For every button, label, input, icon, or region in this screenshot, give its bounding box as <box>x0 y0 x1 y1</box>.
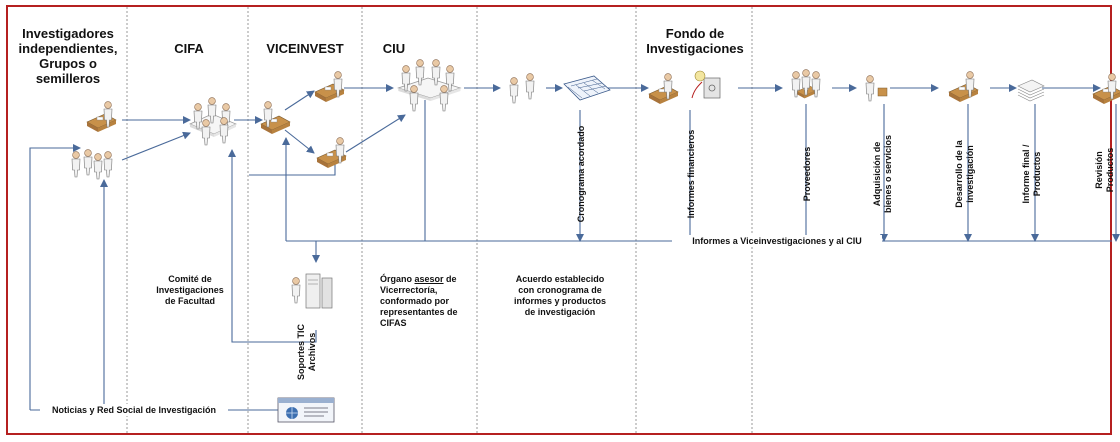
document-stack-icon <box>1017 79 1045 102</box>
label-soportes-2: Archivos <box>307 333 317 372</box>
icon-revision <box>1092 73 1120 105</box>
label-proveedores: Proveedores <box>802 147 812 202</box>
label-informes-financieros: Informes financieros <box>686 130 696 219</box>
icon-investigador-escritorio <box>86 101 117 133</box>
icon-fondo-escritorio <box>648 73 679 105</box>
icon-viceinvest-escritorio-inferior <box>316 137 347 169</box>
label-informes-viceinvestigaciones: Informes a Viceinvestigaciones y al CIU <box>692 236 861 246</box>
icon-reunion-ciu <box>397 59 462 112</box>
label-adquisicion-1: Adquisición de <box>872 142 882 207</box>
note-ciu-part2: de Vicerrectoría, conformado por represe… <box>380 274 458 328</box>
lane-title-fondo: Fondo de Investigaciones <box>646 26 744 56</box>
lane-title-viceinvest: VICEINVEST <box>266 41 344 56</box>
label-cronograma-acordado: Cronograma acordado <box>576 125 586 222</box>
icon-viceinvest-escritorio <box>260 101 291 135</box>
icon-acuerdo-personas <box>509 73 535 104</box>
lane-title-ciu: CIU <box>382 41 406 56</box>
label-informe-final-1: Informe final / <box>1021 144 1031 204</box>
icon-desarrollo <box>948 71 979 103</box>
connectors <box>29 84 1120 411</box>
diagram-frame <box>6 5 1112 435</box>
note-cifa: Comité de Investigaciones de Facultad <box>156 274 224 306</box>
lane-title-cifa: CIFA <box>174 41 204 56</box>
icon-viceinvest-escritorio-superior <box>314 71 345 103</box>
calendar-icon <box>563 75 611 101</box>
icon-grupo-investigadores <box>71 149 113 180</box>
lane-title-investigadores: Investigadores independientes, Grupos o … <box>18 26 118 86</box>
web-page-icon <box>277 397 335 423</box>
label-revision-1: Revisión <box>1094 151 1104 189</box>
label-desarrollo-1: Desarrollo de la <box>954 139 964 208</box>
icon-reunion-cifa <box>189 97 237 146</box>
icon-adquisicion <box>865 75 888 102</box>
safe-icon <box>691 70 721 99</box>
icon-proveedores <box>791 69 821 99</box>
label-noticias-red-social: Noticias y Red Social de Investigación <box>52 405 216 415</box>
note-ciu-part1: Órgano <box>380 274 415 284</box>
label-soportes-1: Soportes TIC <box>296 324 306 381</box>
label-revision-2: Productos <box>1105 148 1115 193</box>
lane-dividers <box>126 7 753 433</box>
label-adquisicion-2: bienes o servicios <box>883 135 893 213</box>
icon-soportes-tic <box>291 273 333 309</box>
note-ciu-underlined: asesor <box>414 274 444 284</box>
label-desarrollo-2: investigación <box>965 145 975 203</box>
note-acuerdo: Acuerdo establecido con cronograma de in… <box>513 274 606 317</box>
label-informe-final-2: Productos <box>1032 152 1042 197</box>
note-ciu: Órgano asesor de Vicerrectoría, conforma… <box>380 274 475 329</box>
